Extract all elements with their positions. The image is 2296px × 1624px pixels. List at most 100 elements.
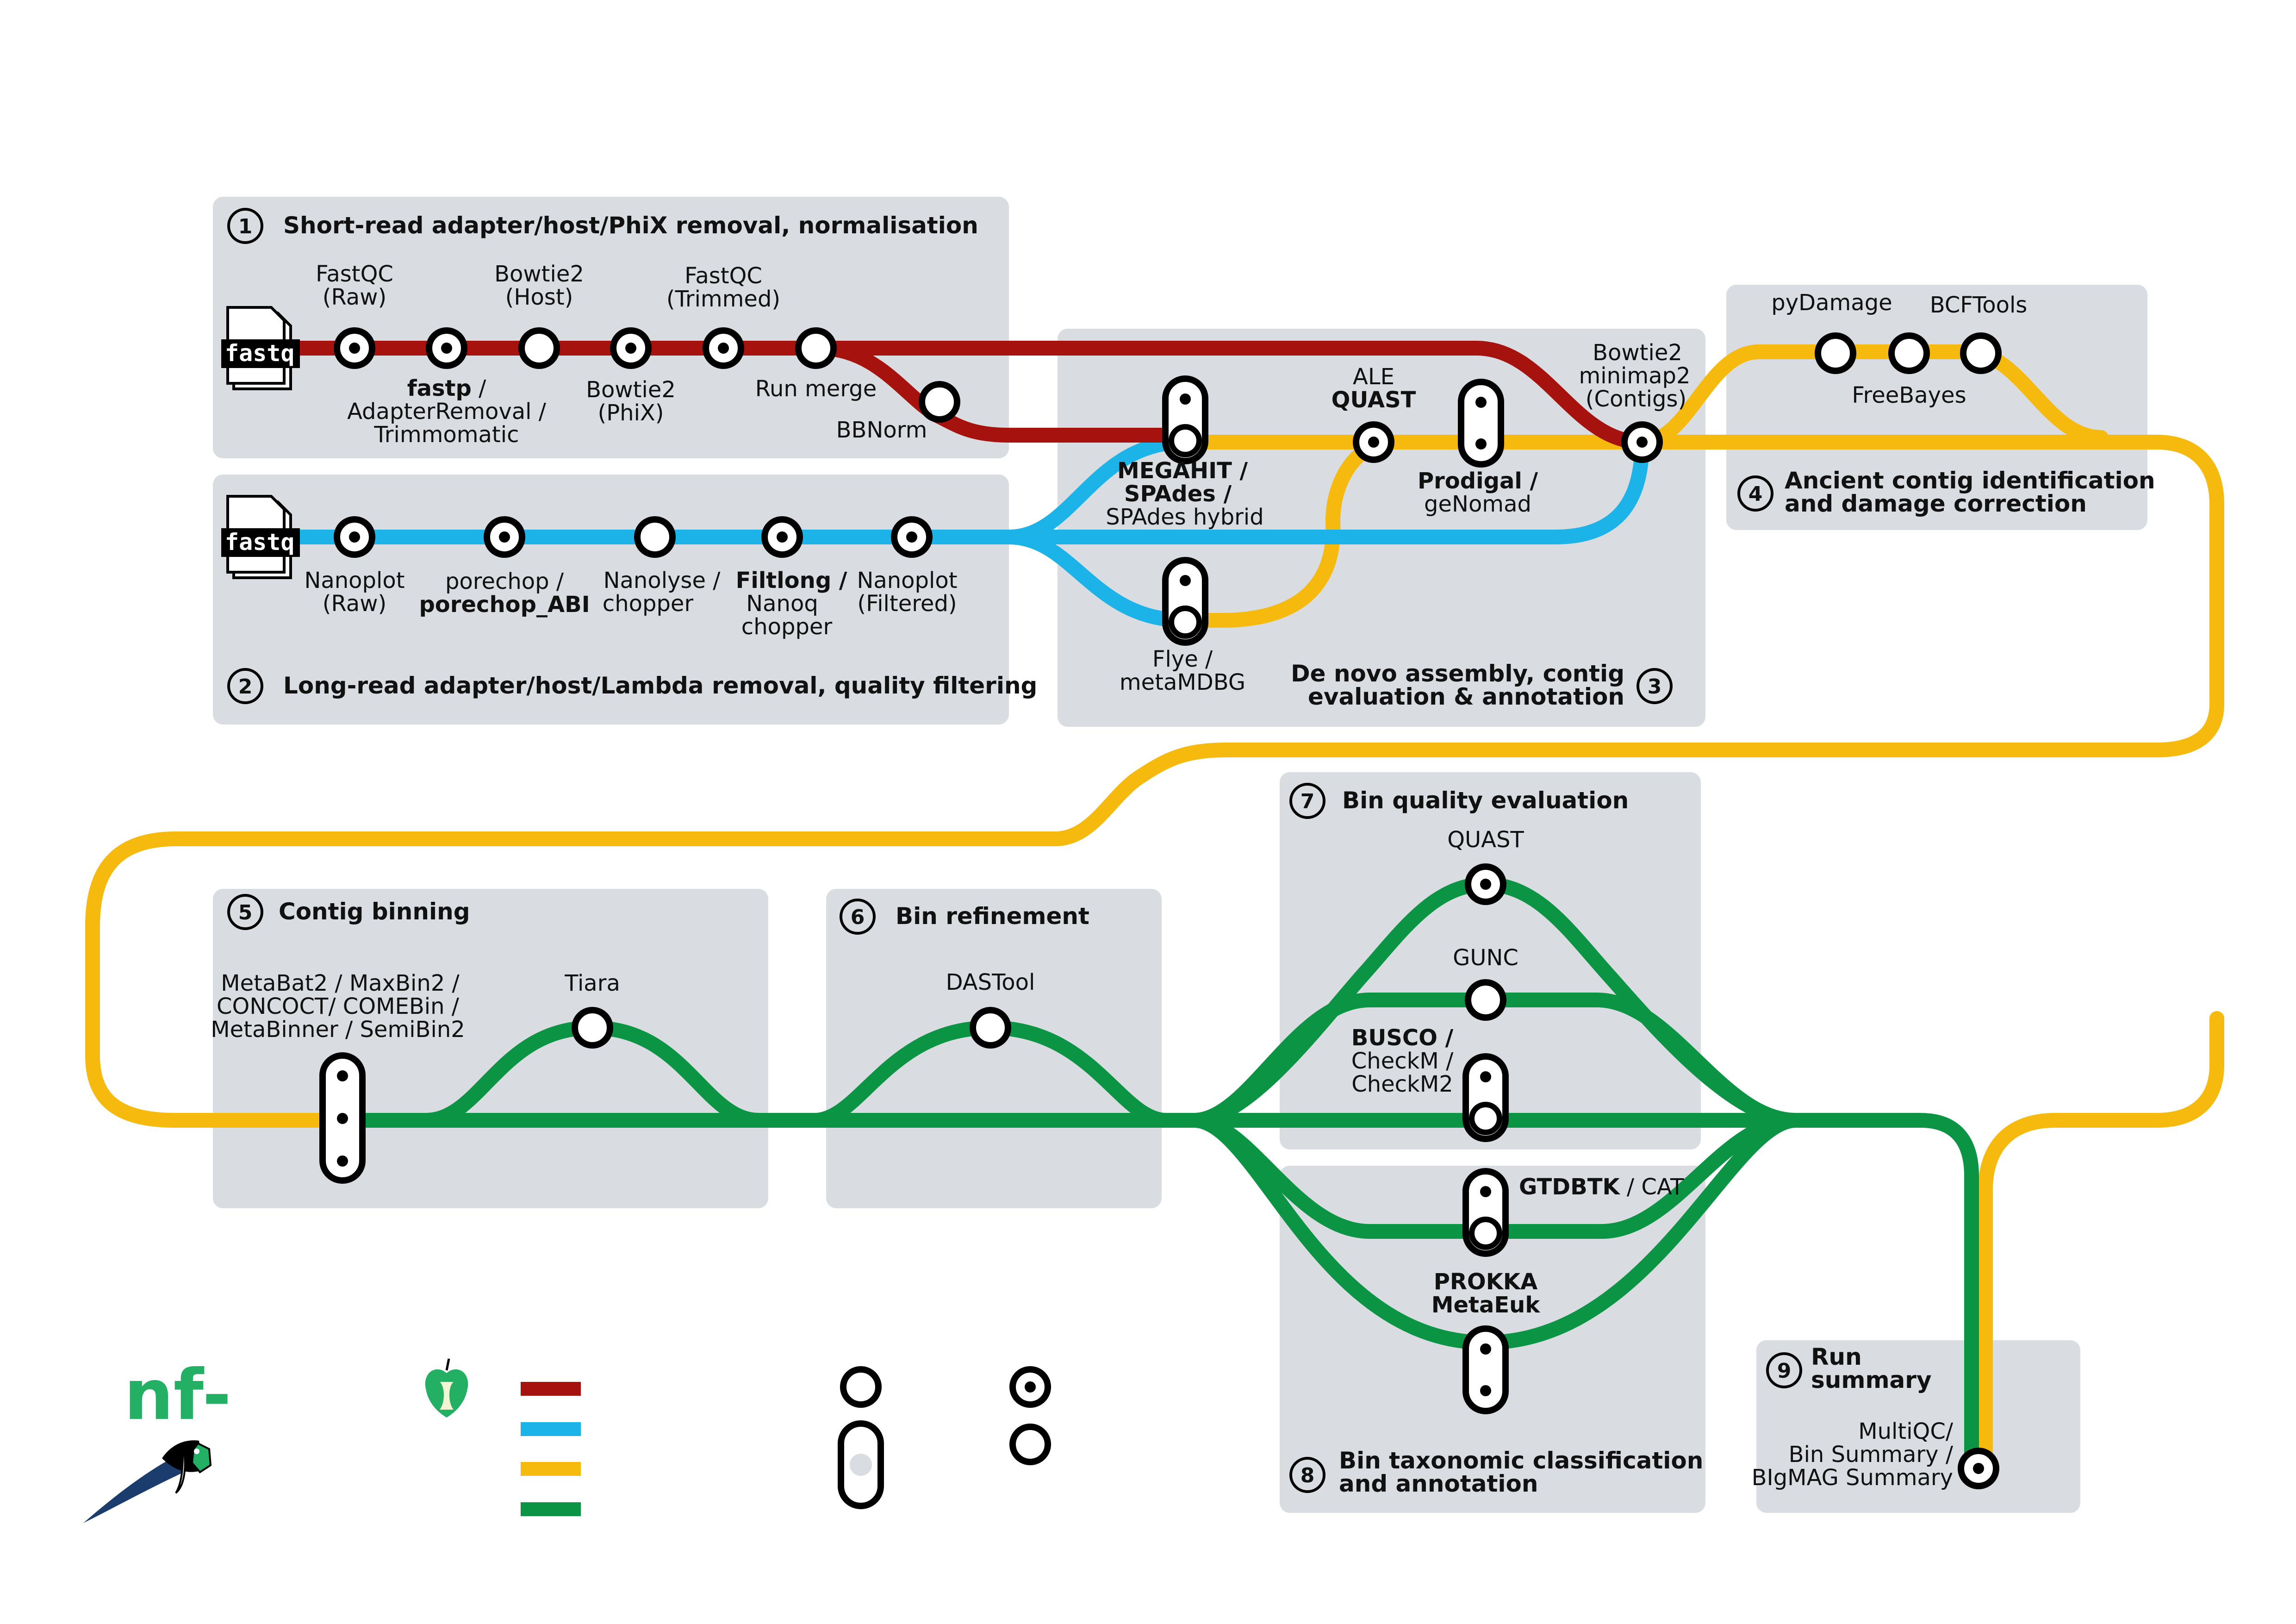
- label-bbnorm: BBNorm: [836, 417, 927, 443]
- label-prodigal: Prodigal /: [1418, 468, 1538, 494]
- line-color-legend: [521, 1382, 581, 1516]
- label-multiqc-2: Bin Summary /: [1789, 1442, 1954, 1468]
- section-titles: 1 Short-read adapter/host/PhiX removal, …: [227, 208, 2155, 1497]
- label-nanoplot-raw-2: (Raw): [323, 591, 386, 617]
- label-checkm-2: CheckM2: [1351, 1071, 1453, 1097]
- label-freebayes: FreeBayes: [1852, 382, 1966, 408]
- station-gtdbtk: [1462, 1168, 1509, 1257]
- label-prokka: PROKKA: [1434, 1269, 1537, 1295]
- svg-text:7: 7: [1300, 790, 1315, 813]
- label-trimmomatic: Trimmomatic: [374, 422, 519, 448]
- station-fastp: [426, 327, 467, 369]
- label-megahit-2: SPAdes /: [1124, 481, 1232, 507]
- station-ale-quast: [1353, 421, 1394, 463]
- label-quast-bins: QUAST: [1447, 827, 1524, 853]
- fastq-label-long: fastq: [225, 529, 295, 556]
- label-fastqc-raw-2: (Raw): [323, 284, 386, 310]
- yellow-line: [85, 344, 2224, 1480]
- label-metaeuk: MetaEuk: [1431, 1292, 1541, 1318]
- label-busco: BUSCO /: [1351, 1025, 1454, 1051]
- section-5-title: 5 Contig binning: [227, 894, 470, 930]
- label-spades-hybrid: SPAdes hybrid: [1106, 504, 1263, 530]
- station-pydamage: [1815, 332, 1856, 374]
- label-nanoplot-filtered-2: (Filtered): [857, 591, 957, 617]
- label-gtdbtk: GTDBTK / CAT: [1519, 1174, 1684, 1200]
- station-bcftools: [1960, 332, 2002, 374]
- svg-text:3: 3: [1648, 675, 1662, 699]
- label-bowtie2-host-2: (Host): [505, 284, 573, 310]
- label-megahit-1: MEGAHIT /: [1117, 458, 1248, 484]
- label-bcftools: BCFTools: [1930, 292, 2028, 318]
- station-bowtie2-contigs: [1621, 421, 1663, 463]
- stations: [319, 327, 2002, 1489]
- fastq-input-long: fastq: [221, 495, 300, 579]
- legend-swatch-assembly: [521, 1462, 581, 1476]
- station-prodigal: [1458, 379, 1504, 468]
- svg-text:Contig binning: Contig binning: [279, 898, 470, 925]
- label-bowtie2-phix-1: Bowtie2: [586, 377, 676, 403]
- svg-text:4: 4: [1748, 482, 1763, 506]
- station-fastqc-raw: [334, 327, 375, 369]
- fastq-input-short: fastq: [221, 306, 300, 390]
- blue-line: [270, 435, 1649, 628]
- fastq-label-short: fastq: [225, 340, 295, 367]
- label-porechop-abi: porechop_ABI: [419, 592, 590, 618]
- section-8-title: 8 Bin taxonomic classification and annot…: [1289, 1447, 1703, 1497]
- label-tiara: Tiara: [564, 970, 620, 996]
- station-megahit: [1162, 375, 1208, 464]
- section-6-title: 6 Bin refinement: [840, 899, 1089, 935]
- box-section-1: [213, 197, 1009, 458]
- svg-text:and damage correction: and damage correction: [1785, 490, 2087, 517]
- label-filtlong: Filtlong /: [736, 568, 847, 593]
- label-genomad: geNomad: [1424, 491, 1531, 517]
- station-labels: FastQC (Raw) Bowtie2 (Host) FastQC (Trim…: [211, 261, 2027, 1491]
- svg-text:9: 9: [1777, 1359, 1792, 1383]
- label-gunc: GUNC: [1453, 945, 1518, 971]
- label-pydamage: pyDamage: [1771, 290, 1892, 316]
- svg-text:Run: Run: [1811, 1343, 1862, 1370]
- label-nanoq-2: chopper: [741, 614, 833, 640]
- station-busco: [1462, 1053, 1509, 1142]
- label-nanoplot-raw-1: Nanoplot: [304, 568, 404, 593]
- section-1-title: 1 Short-read adapter/host/PhiX removal, …: [227, 208, 978, 244]
- label-porechop: porechop /: [445, 568, 564, 594]
- label-multiqc-1: MultiQC/: [1858, 1418, 1954, 1444]
- svg-text:6: 6: [851, 906, 865, 929]
- nf-logo-text: nf-: [124, 1355, 231, 1436]
- station-flye: [1162, 557, 1208, 646]
- legend-swatch-short-read: [521, 1382, 581, 1396]
- station-filtlong: [761, 516, 803, 558]
- station-freebayes: [1888, 332, 1930, 374]
- svg-text:evaluation & annotation: evaluation & annotation: [1308, 683, 1624, 710]
- station-multiqc: [1958, 1448, 1999, 1489]
- label-dastool: DASTool: [946, 969, 1035, 995]
- label-fastqc-trimmed-2: (Trimmed): [666, 286, 780, 312]
- label-fastqc-raw-1: FastQC: [316, 261, 393, 287]
- label-bowtie2-contigs-1: Bowtie2: [1593, 340, 1682, 366]
- svg-text:summary: summary: [1811, 1367, 1932, 1393]
- label-metabat-2: CONCOCT/ COMEBin /: [217, 993, 460, 1019]
- label-flye-1: Flye /: [1152, 646, 1213, 672]
- label-run-merge: Run merge: [755, 376, 877, 402]
- label-nanolyse-1: Nanolyse /: [604, 568, 721, 593]
- station-nanoplot-filtered: [891, 516, 933, 558]
- magpie-bird-icon: [83, 1440, 212, 1523]
- label-bowtie2-host-1: Bowtie2: [494, 261, 584, 287]
- box-section-7: [1280, 772, 1701, 1149]
- box-section-9: [1756, 1340, 2080, 1513]
- box-section-6: [826, 889, 1162, 1208]
- label-multiqc-3: BIgMAG Summary: [1752, 1465, 1953, 1491]
- nf-core-logo: nf-: [83, 1355, 231, 1523]
- station-gunc: [1465, 979, 1506, 1021]
- label-flye-2: metaMDBG: [1120, 669, 1245, 695]
- svg-text:5: 5: [238, 901, 253, 924]
- station-metabat: [319, 1052, 366, 1184]
- station-bowtie2-host: [518, 327, 560, 369]
- box-section-5: [213, 889, 768, 1208]
- label-bowtie2-contigs-2: minimap2: [1579, 363, 1690, 389]
- station-nanoplot-raw: [334, 516, 375, 558]
- station-run-merge: [795, 327, 837, 369]
- legend-station-output: [1009, 1366, 1051, 1408]
- legend-swatch-binning: [521, 1502, 581, 1516]
